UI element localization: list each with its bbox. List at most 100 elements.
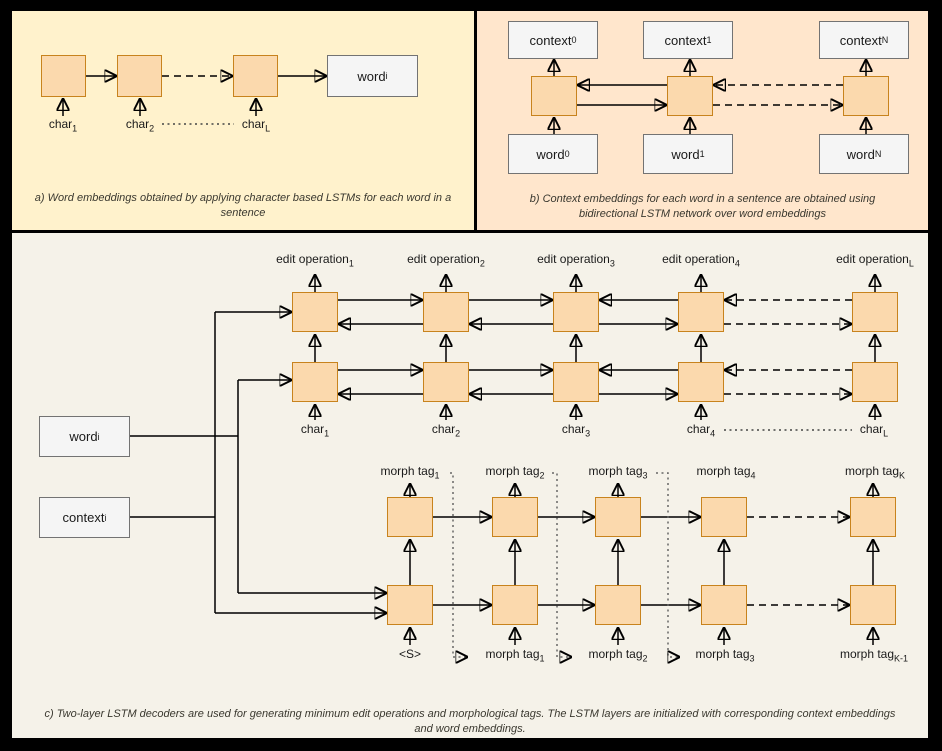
label-subscript: i xyxy=(104,512,107,523)
label-subscript: 2 xyxy=(642,653,648,664)
label-subscript: 4 xyxy=(710,428,716,439)
lstm-cell xyxy=(852,362,898,402)
label-text: char xyxy=(561,422,586,436)
label-text: char xyxy=(125,117,150,131)
lstm-cell xyxy=(595,497,641,537)
label-text: word xyxy=(671,146,700,162)
label-subscript: 2 xyxy=(149,123,155,134)
label-subscript: L xyxy=(265,123,271,134)
label-text: morph tag xyxy=(695,647,750,661)
label-subscript: 2 xyxy=(479,258,485,269)
label-text: context xyxy=(62,510,105,525)
morph-tag-input-label: morph tagK-1 xyxy=(840,647,909,664)
panel-a-caption: a) Word embeddings obtained by applying … xyxy=(34,192,452,219)
lstm-cell xyxy=(423,362,469,402)
char-input-label: char1 xyxy=(48,117,78,134)
lstm-cell xyxy=(595,585,641,625)
morph-tag-output-label: morph tagK xyxy=(844,464,906,481)
edit-operation-label: edit operation4 xyxy=(662,252,740,269)
char-input-label: charL xyxy=(859,422,889,439)
char-input-label: char2 xyxy=(432,422,461,439)
label-subscript: 1 xyxy=(434,470,440,481)
lstm-cell xyxy=(678,362,724,402)
label-subscript: 1 xyxy=(699,149,705,159)
label-text: char xyxy=(48,117,73,131)
label-text: word xyxy=(536,146,565,162)
lstm-cell xyxy=(233,55,278,97)
label-subscript: K xyxy=(899,470,906,481)
edit-operation-label: edit operationL xyxy=(836,252,914,268)
label-subscript: 3 xyxy=(585,428,591,439)
lstm-cell xyxy=(701,497,747,537)
lstm-cell xyxy=(117,55,162,97)
label-subscript: 1 xyxy=(324,428,330,439)
label-text: morph tag xyxy=(696,464,751,478)
char-input-label: char3 xyxy=(561,422,591,439)
panel-c-caption: c) Two-layer LSTM decoders are used for … xyxy=(44,708,896,735)
char-input-label: char2 xyxy=(125,117,155,134)
morph-tag-input-label: morph tag3 xyxy=(695,647,755,664)
label-subscript: L xyxy=(883,428,889,439)
lstm-cell xyxy=(531,76,577,116)
label-text: <S> xyxy=(398,647,422,661)
lstm-cell xyxy=(850,497,896,537)
label-text: context xyxy=(529,32,572,48)
morph-tag-output-label: morph tag4 xyxy=(696,464,756,481)
lstm-cell xyxy=(701,585,747,625)
label-text: char xyxy=(686,422,711,436)
label-subscript: 0 xyxy=(571,35,577,45)
morph-tag-output-label: morph tag2 xyxy=(485,464,544,480)
label-subscript: 1 xyxy=(72,123,78,134)
panel-b-connectors xyxy=(477,59,928,134)
label-subscript: 3 xyxy=(749,653,755,664)
lstm-cell xyxy=(292,292,338,332)
label-text: morph tag xyxy=(844,464,900,478)
label-subscript: 4 xyxy=(750,470,756,481)
label-text: char xyxy=(859,422,884,436)
label-subscript: 2 xyxy=(455,428,461,439)
label-subscript: 4 xyxy=(734,258,740,269)
edit-operation-label: edit operation1 xyxy=(276,252,354,268)
label-subscript: 1 xyxy=(539,653,545,664)
start-token-label: <S> xyxy=(399,647,421,662)
label-subscript: 3 xyxy=(642,470,648,481)
label-text: word xyxy=(357,68,386,84)
morph-tag-output-label: morph tag3 xyxy=(588,464,648,481)
label-text: edit operation xyxy=(276,252,349,266)
label-text: char xyxy=(300,422,325,436)
char-input-label: charL xyxy=(242,117,271,134)
label-subscript: K-1 xyxy=(894,653,909,664)
label-text: morph tag xyxy=(485,647,540,661)
lstm-cell xyxy=(492,497,538,537)
lstm-cell xyxy=(292,362,338,402)
label-subscript: N xyxy=(881,35,889,45)
lstm-cell xyxy=(387,497,433,537)
label-text: context xyxy=(839,32,882,48)
label-text: word xyxy=(69,429,98,444)
morph-tag-input-label: morph tag2 xyxy=(588,647,648,664)
label-subscript: i xyxy=(385,71,388,81)
lstm-cell xyxy=(843,76,889,116)
label-text: word xyxy=(846,146,875,162)
panel-b-caption: b) Context embeddings for each word in a… xyxy=(529,193,876,220)
label-subscript: N xyxy=(874,149,882,159)
lstm-cell xyxy=(850,585,896,625)
panel-a-connectors xyxy=(12,11,327,125)
edit-operation-label: edit operation3 xyxy=(537,252,615,268)
label-text: edit operation xyxy=(836,252,909,266)
label-text: edit operation xyxy=(407,252,480,266)
label-text: edit operation xyxy=(662,252,735,266)
label-text: morph tag xyxy=(588,647,643,661)
lstm-cell xyxy=(553,362,599,402)
label-text: context xyxy=(664,32,707,48)
